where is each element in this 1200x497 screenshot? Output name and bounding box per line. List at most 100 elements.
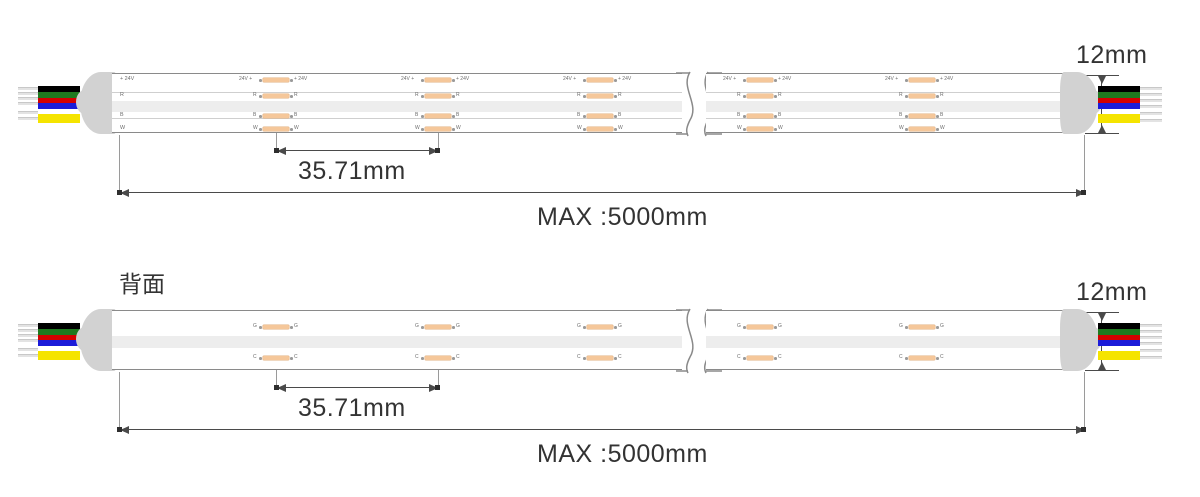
rear-pitch-arrow-right [429, 384, 438, 392]
rear-right-endcap-neck [1084, 327, 1102, 351]
wire-lead [1140, 119, 1162, 122]
pad-label-left: G [577, 323, 581, 329]
pad-label-right: C [456, 354, 460, 360]
front-left-endcap-neck [76, 90, 94, 114]
wire-lead [1140, 99, 1162, 102]
pad-terminal [614, 79, 617, 82]
black-wire [1098, 86, 1140, 92]
solder-pad [425, 114, 451, 118]
solder-pad [587, 114, 613, 118]
pad-label-left: R [899, 92, 903, 98]
pad-terminal [259, 79, 262, 82]
pad-terminal [905, 115, 908, 118]
black-wire [38, 86, 80, 92]
rear-strip-segment-right [706, 310, 1066, 370]
pad-label-left: G [253, 323, 257, 329]
wire-lead [1140, 330, 1162, 333]
pad-terminal [905, 79, 908, 82]
front-pitch-arrow-right [429, 147, 438, 155]
pad-label-right: G [618, 323, 622, 329]
rear-width-label: 12mm [1076, 278, 1148, 306]
wire-lead [18, 348, 38, 351]
pad-terminal [743, 79, 746, 82]
solder-pad [909, 114, 935, 118]
solder-pad [425, 356, 451, 360]
pad-label-left: B [415, 112, 419, 118]
pad-label-right: W [940, 125, 945, 131]
pad-terminal [936, 357, 939, 360]
solder-pad [747, 356, 773, 360]
pad-label-right: + 24V [618, 76, 632, 82]
front-pitch-label: 35.71mm [298, 157, 406, 185]
rear-cob-band [706, 336, 1066, 348]
pad-terminal [614, 326, 617, 329]
solder-pad [263, 356, 289, 360]
wire-lead [1140, 105, 1162, 108]
blue-wire [38, 103, 80, 109]
pad-label-left: B [899, 112, 903, 118]
pad-terminal [290, 357, 293, 360]
pad-label-left: W [253, 125, 258, 131]
pad-terminal [905, 326, 908, 329]
solder-pad [425, 127, 451, 131]
wire-lead [18, 117, 38, 120]
pad-label-left: G [899, 323, 903, 329]
solder-pad [909, 325, 935, 329]
solder-pad [587, 127, 613, 131]
pad-terminal [936, 79, 939, 82]
front-pitch-tick-left [274, 148, 279, 153]
pad-terminal [421, 79, 424, 82]
green-wire [1098, 329, 1140, 335]
pad-terminal [583, 357, 586, 360]
front-length-label: MAX :5000mm [537, 203, 708, 231]
solder-pad [747, 325, 773, 329]
pad-label-right: B [940, 112, 944, 118]
yellow-wire [38, 114, 80, 123]
rear-length-label: MAX :5000mm [537, 440, 708, 468]
solder-pad [909, 78, 935, 82]
pad-terminal [583, 128, 586, 131]
solder-pad [587, 94, 613, 98]
pad-label-right: R [778, 92, 782, 98]
pad-label-left: G [415, 323, 419, 329]
pad-label-right: B [778, 112, 782, 118]
pad-terminal [583, 95, 586, 98]
rear-left-connector [18, 321, 102, 365]
pad-label-left: R [577, 92, 581, 98]
pad-label-left: C [253, 354, 257, 360]
pad-terminal [290, 79, 293, 82]
pad-label-right: B [294, 112, 298, 118]
pad-terminal [936, 115, 939, 118]
front-length-tick-left [117, 190, 122, 195]
yellow-wire [38, 351, 80, 360]
pad-terminal [259, 357, 262, 360]
solder-pad [747, 127, 773, 131]
rear-width-arrow-bottom [1098, 362, 1106, 370]
green-wire [38, 329, 80, 335]
front-right-connector [1098, 84, 1182, 128]
front-length-ext-left [119, 135, 121, 193]
front-strip-segment-left [112, 73, 682, 133]
rear-width-tick-bottom [1085, 370, 1119, 372]
pad-terminal [259, 95, 262, 98]
pad-label-right: R [940, 92, 944, 98]
pad-label-right: B [618, 112, 622, 118]
pad-label-left: C [577, 354, 581, 360]
pad-terminal [743, 115, 746, 118]
pad-label-right: + 24V [294, 76, 308, 82]
rear-view: 背面 12mm [0, 245, 1200, 497]
pad-terminal [583, 326, 586, 329]
pad-terminal [452, 115, 455, 118]
wire-lead [18, 339, 38, 342]
rear-view-label: 背面 [119, 272, 165, 298]
pad-terminal [743, 128, 746, 131]
pad-terminal [743, 357, 746, 360]
pad-label-right: G [456, 323, 460, 329]
rear-pitch-ext-right [438, 370, 440, 386]
green-wire [38, 92, 80, 98]
pad-label-right: G [778, 323, 782, 329]
pad-label-right: C [778, 354, 782, 360]
pad-terminal [936, 326, 939, 329]
wire-lead [18, 97, 38, 100]
